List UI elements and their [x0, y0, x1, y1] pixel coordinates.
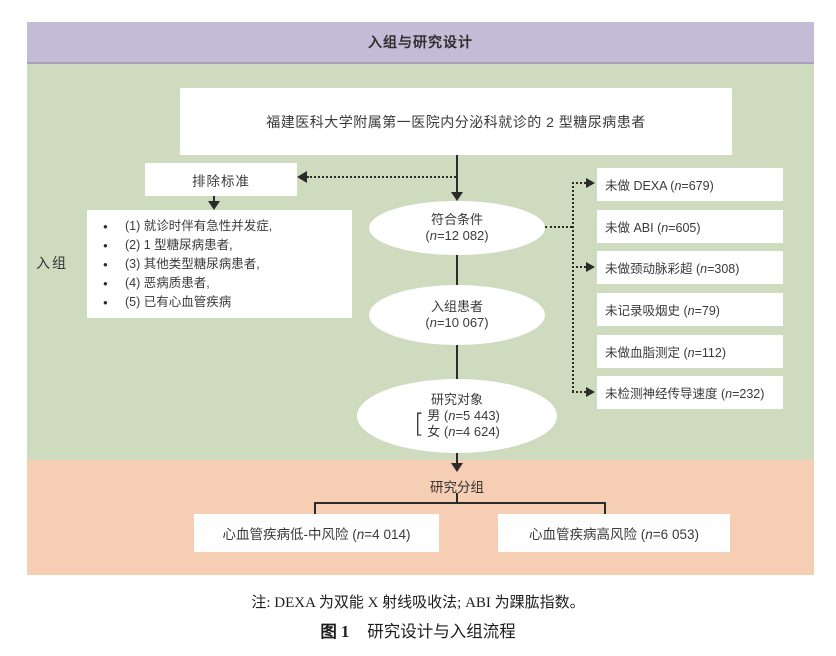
excluded-box-text: 未检测神经传导速度 (n=232) — [605, 387, 765, 401]
excluded-box-dexa: 未做 DEXA (n=679) — [597, 168, 783, 201]
figure-note: 注: DEXA 为双能 X 射线吸收法; ABI 为踝肱指数。 — [251, 595, 585, 611]
figure-caption: 图 1 研究设计与入组流程 — [0, 618, 836, 642]
arrowhead-right-icon — [586, 178, 595, 188]
section-header: 入组与研究设计 — [27, 22, 814, 64]
source-population-box: 福建医科大学附属第一医院内分泌科就诊的 2 型糖尿病患者 — [180, 88, 732, 155]
group-box-high-risk: 心血管疾病高风险 (n=6 053) — [498, 514, 730, 552]
excluded-box-text: 未做 ABI (n=605) — [605, 221, 701, 235]
exclusion-item: (5) 已有心血管疾病 — [87, 293, 352, 312]
bracket-left-drop — [314, 502, 316, 514]
exclusion-list-box: (1) 就诊时伴有急性并发症, (2) 1 型糖尿病患者, (3) 其他类型糖尿… — [87, 210, 352, 318]
dashed-line-to-dexa — [572, 182, 586, 184]
excluded-box-abi: 未做 ABI (n=605) — [597, 210, 783, 243]
arrow-source-to-eligible — [456, 155, 458, 193]
stage-eligible-label: 符合条件 — [430, 212, 483, 227]
arrowhead-right-icon — [586, 387, 595, 397]
excluded-box-text: 未做 DEXA (n=679) — [605, 179, 714, 193]
exclusion-item: (2) 1 型糖尿病患者, — [87, 236, 352, 255]
exclusion-title-text: 排除标准 — [192, 173, 250, 189]
group-box-low-mid-risk: 心血管疾病低-中风险 (n=4 014) — [194, 514, 439, 552]
excluded-box-text: 未记录吸烟史 (n=79) — [605, 304, 720, 318]
line-eligible-to-enrolled — [456, 255, 458, 285]
exclusion-item: (1) 就诊时伴有急性并发症, — [87, 217, 352, 236]
arrowhead-down-icon — [451, 192, 463, 201]
source-population-text: 福建医科大学附属第一医院内分泌科就诊的 2 型糖尿病患者 — [266, 113, 646, 130]
arrowhead-left-icon — [297, 171, 307, 183]
stage-subjects-label: 研究对象 — [430, 392, 483, 407]
group-box-text: 心血管疾病低-中风险 (n=4 014) — [222, 527, 411, 542]
stage-subjects-ellipse: 研究对象 [ 男 (n=5 443) 女 (n=4 624) — [357, 379, 557, 453]
dashed-line-to-exclusion — [307, 176, 456, 178]
bracket-stem — [456, 493, 458, 502]
exclusion-item: (4) 恶病质患者, — [87, 274, 352, 293]
arrowhead-right-icon — [586, 262, 595, 272]
excluded-box-smoking: 未记录吸烟史 (n=79) — [597, 293, 783, 326]
enrollment-side-label: 入组 — [36, 255, 68, 271]
group-box-text: 心血管疾病高风险 (n=6 053) — [529, 527, 699, 542]
brace-icon: [ — [414, 409, 425, 439]
subjects-male-count: 男 (n=5 443) — [427, 408, 500, 423]
arrow-exclusion-title-to-list — [213, 196, 215, 203]
exclusion-title-box: 排除标准 — [145, 163, 297, 196]
excluded-box-text: 未做血脂测定 (n=112) — [605, 346, 726, 360]
bracket-right-drop — [604, 502, 606, 514]
subjects-sex-breakdown: [ 男 (n=5 443) 女 (n=4 624) — [414, 408, 500, 440]
stage-enrolled-count: (n=10 067) — [425, 315, 489, 330]
excluded-box-text: 未做颈动脉彩超 (n=308) — [605, 262, 740, 276]
arrow-subjects-to-grouping — [456, 453, 458, 464]
stage-eligible-count: (n=12 082) — [425, 228, 489, 243]
stage-enrolled-ellipse: 入组患者 (n=10 067) — [369, 285, 545, 345]
section-header-title: 入组与研究设计 — [368, 34, 473, 50]
arrowhead-down-icon — [208, 201, 220, 210]
dashed-line-vertical — [572, 182, 574, 392]
stage-eligible-ellipse: 符合条件 (n=12 082) — [369, 201, 545, 255]
excluded-box-lipids: 未做血脂测定 (n=112) — [597, 335, 783, 368]
arrowhead-down-icon — [451, 463, 463, 472]
line-enrolled-to-subjects — [456, 345, 458, 379]
bracket-bar — [314, 502, 606, 504]
figure-caption-title: 研究设计与入组流程 — [367, 622, 516, 641]
figure-caption-label: 图 1 — [320, 622, 350, 641]
dashed-line-from-eligible — [545, 226, 572, 228]
subjects-female-count: 女 (n=4 624) — [427, 424, 500, 439]
excluded-box-nerve: 未检测神经传导速度 (n=232) — [597, 376, 783, 409]
dashed-line-to-nerve — [572, 391, 586, 393]
excluded-box-carotid: 未做颈动脉彩超 (n=308) — [597, 251, 783, 284]
exclusion-item: (3) 其他类型糖尿病患者, — [87, 255, 352, 274]
dashed-line-to-carotid — [572, 266, 586, 268]
stage-enrolled-label: 入组患者 — [430, 299, 483, 314]
grouping-label: 研究分组 — [430, 480, 484, 495]
